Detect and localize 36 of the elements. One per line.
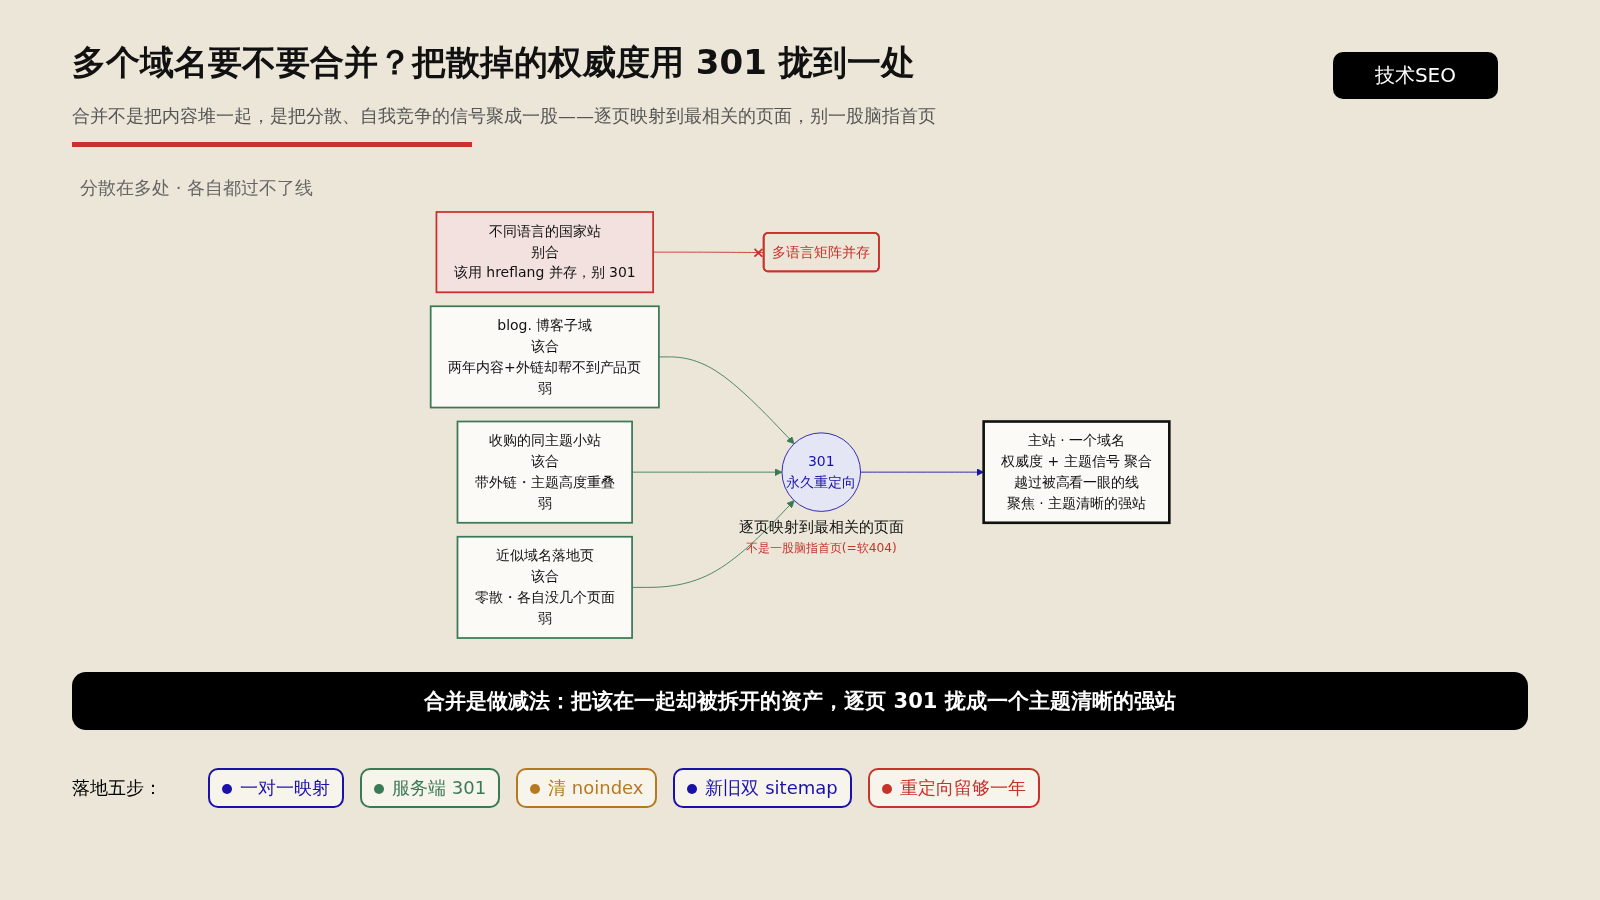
node-box: 301 永久重定向 [781, 432, 861, 512]
node-label: 近似域名落地页 [495, 547, 594, 564]
note-text: 不是一股脑指首页(=软404) [745, 540, 897, 555]
step-chip: 服务端 301 [360, 768, 501, 808]
title: 多个域名要不要合并？把散掉的权威度用 301 拢到一处 [72, 41, 915, 84]
node-box: 收购的同主题小站 该合 带外链・主题高度重叠 弱 [456, 420, 633, 524]
node-label: 越过被高看一眼的线 [1013, 473, 1140, 491]
group-heading: 分散在多处 · 各自都过不了线 [80, 176, 314, 200]
node-label: 权威度 + 主题信号 聚合 [1001, 452, 1152, 470]
node-label: 收购的同主题小站 [488, 431, 601, 449]
node-label: blog. 博客子域 [497, 316, 593, 334]
summary-banner: 合并是做减法：把该在一起却被拆开的资产，逐页 301 拢成一个主题清晰的强站 [72, 672, 1528, 730]
node-label: 该合 [530, 337, 559, 355]
subtitle: 合并不是把内容堆一起，是把分散、自我竞争的信号聚成一股——逐页映射到最相关的页面，别一股脑指首页 [72, 104, 936, 128]
step-chip: 一对一映射 [208, 768, 344, 808]
node-label: 该合 [530, 568, 559, 585]
node-box: 主站 · 一个域名 权威度 + 主题信号 聚合 越过被高看一眼的线 聚焦 · 主题清晰的强站 [982, 420, 1171, 525]
node-label: 零散・各自没几个页面 [474, 589, 615, 606]
node-label: 弱 [537, 379, 552, 397]
node-box: 多语言矩阵并存 [762, 232, 880, 273]
node-label: 主站 · 一个域名 [1027, 431, 1126, 449]
node-box: 近似域名落地页 该合 零散・各自没几个页面 弱 [456, 535, 633, 639]
step-chip: 新旧双 sitemap [673, 768, 852, 808]
step-chip: 重定向留够一年 [867, 768, 1040, 808]
caption-text: 逐页映射到最相关的页面 [738, 518, 904, 536]
node-label: 聚焦 · 主题清晰的强站 [1006, 494, 1147, 512]
node-label: 弱 [537, 610, 552, 627]
step-chip: 清 noindex [516, 768, 658, 808]
node-box: blog. 博客子域 该合 两年内容+外链却帮不到产品页 弱 [429, 305, 660, 409]
node-label: 带外链・主题高度重叠 [474, 473, 615, 491]
node-label: 弱 [537, 494, 552, 512]
tag-badge: 技术SEO [1332, 52, 1498, 99]
node-box: 不同语言的国家站 别合 该用 hreflang 并存，别 301 [435, 211, 654, 294]
steps-heading: 落地五步： [72, 776, 162, 800]
node-label: 两年内容+外链却帮不到产品页 [448, 358, 642, 376]
node-label: 该合 [530, 452, 559, 470]
